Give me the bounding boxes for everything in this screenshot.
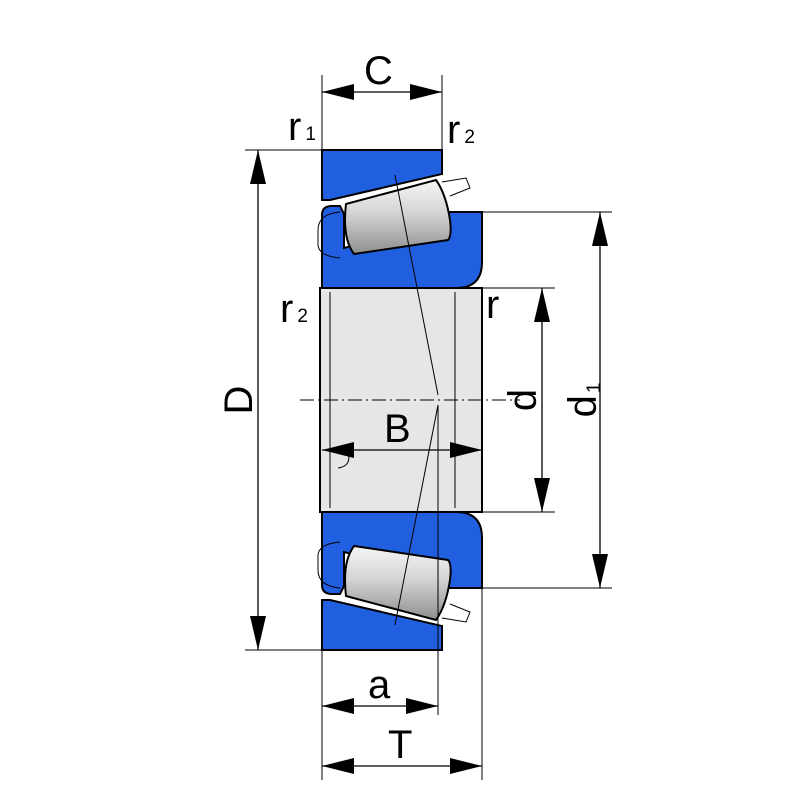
arrow-D-top (250, 150, 266, 184)
arrow-d-top (534, 288, 550, 322)
arrow-c-right (410, 84, 442, 100)
arrow-d-bottom (534, 478, 550, 512)
label-T: T (388, 723, 412, 767)
arrow-a-right (406, 698, 438, 714)
outer-ring-bottom (321, 599, 443, 651)
contact-line-top (394, 174, 439, 396)
label-c: C (364, 49, 393, 93)
arrow-B-right (450, 442, 482, 458)
cage-top-right (441, 177, 471, 197)
cage-bottom-right (441, 603, 471, 623)
label-d: d (501, 389, 545, 411)
outer-ring-top (321, 149, 443, 201)
label-r-right: r (486, 283, 499, 327)
arrow-d1-top (592, 212, 608, 246)
label-B: B (384, 407, 411, 451)
b-hook (337, 451, 350, 469)
label-d1: d1 (561, 383, 605, 418)
cage-bottom (317, 541, 341, 589)
arrow-d1-bottom (592, 554, 608, 588)
arrow-B-left (322, 442, 354, 458)
label-a: a (368, 663, 391, 707)
arrow-c-left (322, 84, 354, 100)
cage-top (317, 211, 341, 259)
arrow-T-left (322, 758, 354, 774)
roller-bottom (344, 544, 452, 622)
contact-line-bottom (394, 404, 439, 626)
roller-top (344, 178, 452, 256)
arrow-D-bottom (250, 616, 266, 650)
label-D: D (217, 386, 261, 415)
arrow-a-left (322, 698, 354, 714)
arrow-T-right (450, 758, 482, 774)
